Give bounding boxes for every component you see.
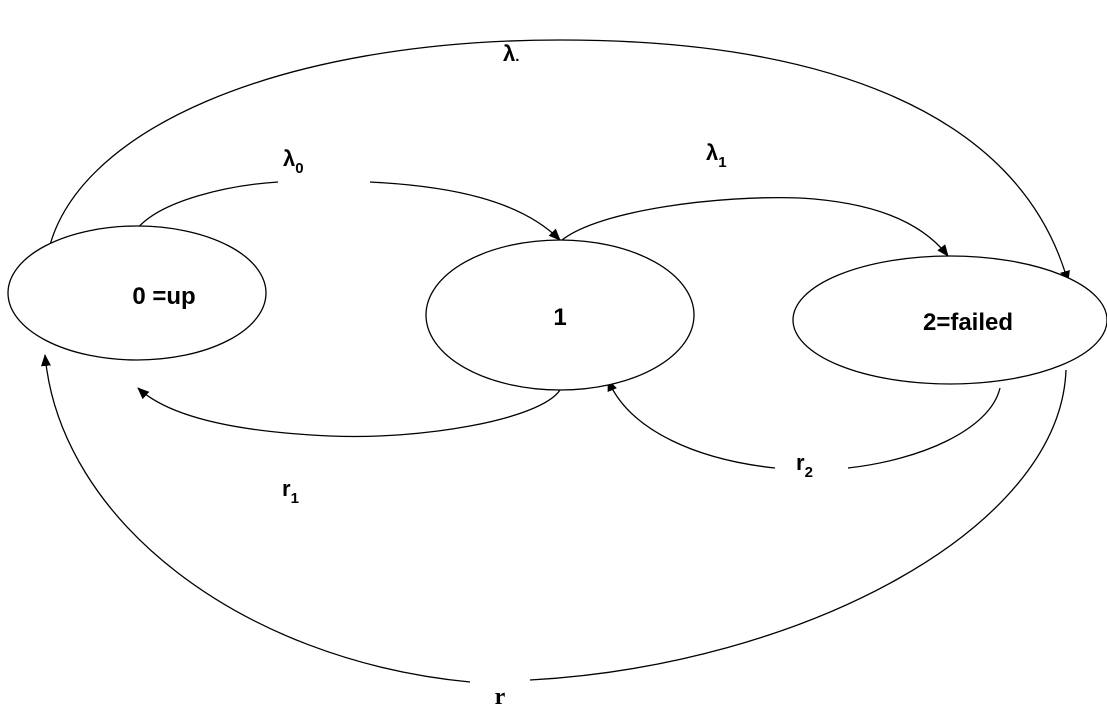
label-r1-subscript: 1 [291,490,299,507]
label-lambda1-subscript: 1 [718,154,726,171]
edge-lambda-dot-0-to-2 [46,39,1070,283]
state-0-up: 0 =up [7,225,267,361]
state-2-failed: 2=failed [792,255,1107,385]
edge-r2-right-segment [847,387,1001,469]
label-lambda-dot-suffix: . [515,48,519,65]
edge-r1-1-to-0 [137,387,561,438]
state-2-ellipse [792,255,1107,385]
label-r1-symbol: r [282,476,291,501]
state-1-label: 1 [553,304,566,331]
label-lambda0-subscript: 0 [295,160,303,177]
label-r1: r1 [282,476,299,507]
label-lambda1: λ1 [706,140,727,171]
label-r: r [495,684,506,710]
label-lambda0: λ0 [283,146,304,177]
state-0-ellipse [7,225,267,361]
edge-r2-2-to-1 [607,379,776,469]
label-lambda0-symbol: λ [283,146,295,171]
label-r2-symbol: r [796,450,805,475]
edge-lambda0-left-segment [135,181,279,231]
edge-r-right-segment [529,369,1067,681]
label-lambda1-symbol: λ [706,140,718,165]
label-lambda-dot: λ. [503,41,519,66]
state-2-label: 2=failed [923,309,1013,336]
label-lambda-dot-symbol: λ [503,41,515,66]
label-r2-subscript: 2 [805,464,813,481]
state-1-ellipse [425,239,695,391]
state-0-label: 0 =up [132,283,195,310]
edge-lambda0-0-to-1 [369,181,561,241]
label-r2: r2 [796,450,813,481]
edge-lambda1-1-to-2 [561,196,949,257]
edge-r-2-to-0 [41,354,471,683]
state-1: 1 [425,239,695,391]
